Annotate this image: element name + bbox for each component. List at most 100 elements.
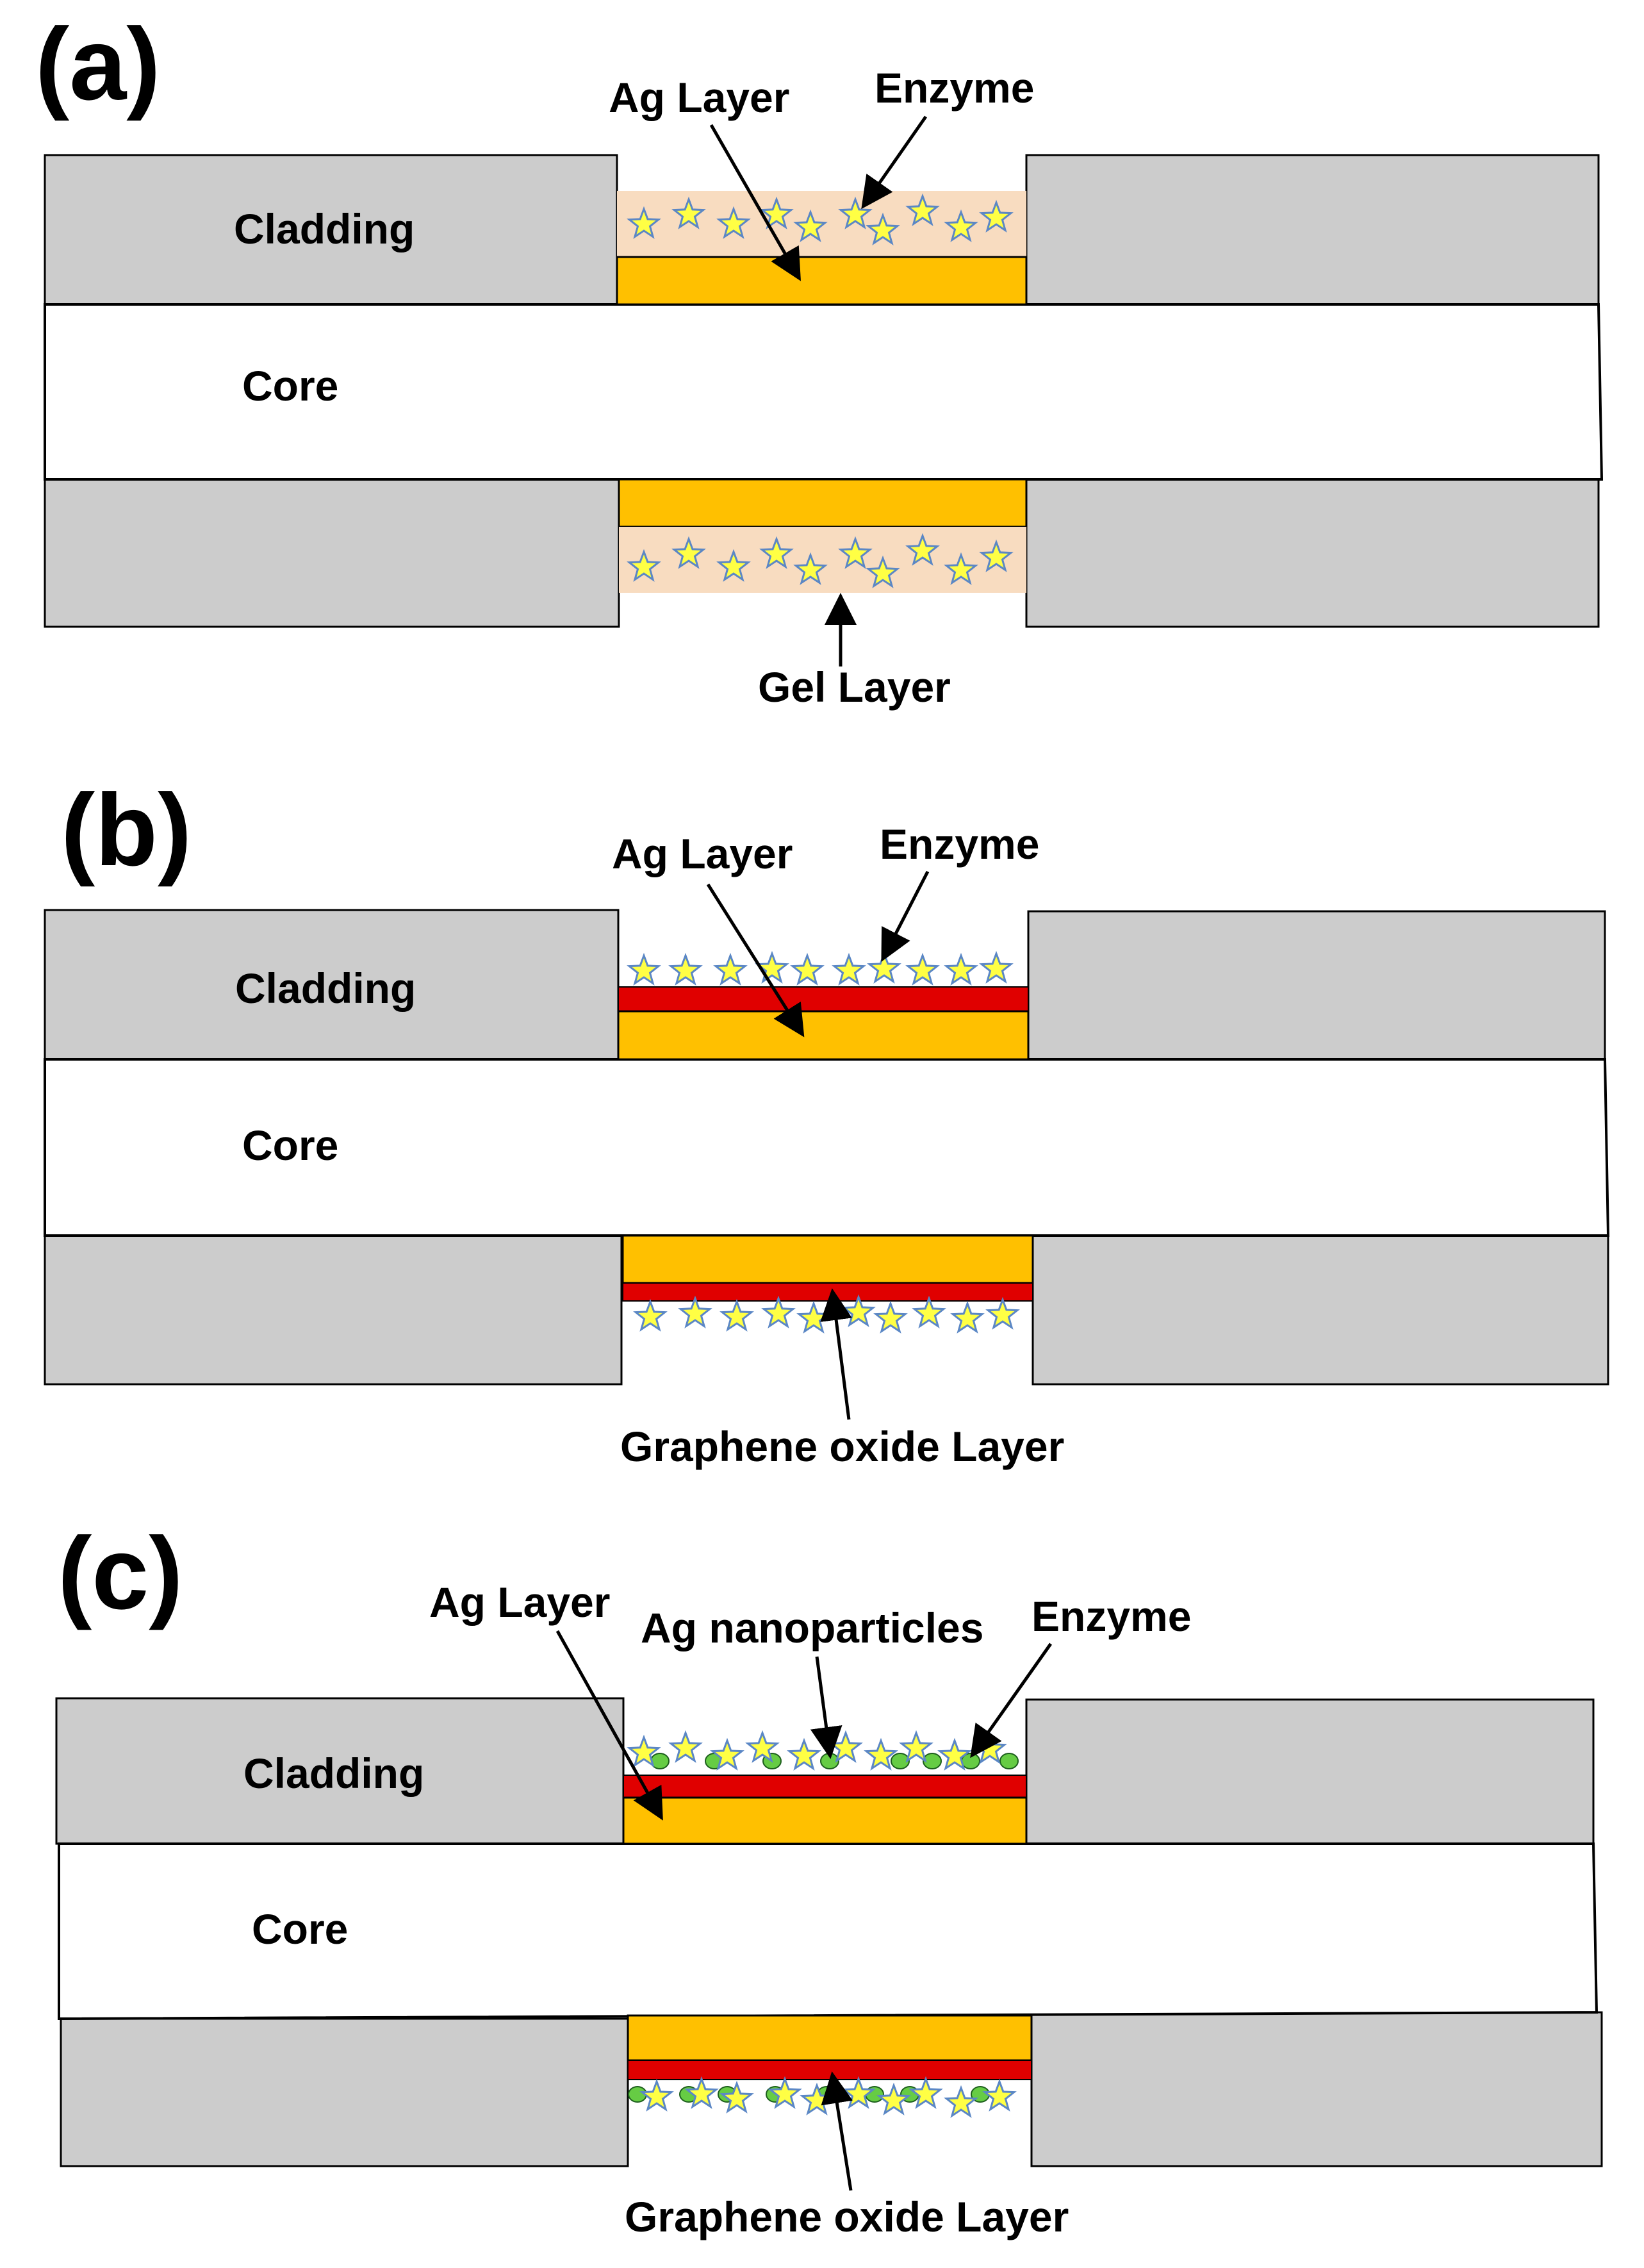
panel-c-go-layer-bottom [627, 2060, 1032, 2080]
panel-b-enzyme-stars-top [627, 950, 1014, 986]
panel-b-cladding-top-left [44, 909, 620, 1061]
panel-b-cladding-bottom-right [1032, 1234, 1609, 1386]
panel-b-label: (b) [61, 772, 192, 887]
enzyme-star-icon [982, 2078, 1017, 2112]
enzyme-star-icon [671, 536, 706, 569]
panel-c-ag-layer-arrow [555, 1630, 663, 1821]
panel-b: (b) Cladding Core Ag Layer Enzyme Graphe… [44, 772, 1610, 1470]
panel-a-ag-layer-bottom [618, 478, 1028, 528]
panel-a-gel-layer-callout: Gel Layer [758, 663, 951, 711]
panel-b-ag-layer-top [617, 1010, 1030, 1061]
panel-a-label: (a) [35, 6, 161, 121]
enzyme-star-icon [639, 2078, 674, 2112]
enzyme-star-icon [876, 2082, 911, 2115]
panel-c-enzyme-callout: Enzyme [1032, 1593, 1191, 1640]
panel-b-ag-layer-arrow [706, 883, 805, 1038]
panel-c-cladding-bottom-right [1030, 2011, 1603, 2167]
panel-c-enzyme-stars-bottom [639, 2076, 1017, 2118]
panel-b-ag-layer-bottom [621, 1234, 1034, 1284]
enzyme-star-icon [719, 1298, 754, 1332]
panel-a-enzyme-stars-bottom [627, 533, 1014, 588]
panel-a: (a) Cladding Core Ag Layer Enzyme Gel La… [35, 6, 1604, 711]
panel-c-enzyme-arrow [970, 1643, 1053, 1759]
panel-b-core-label: Core [242, 1122, 338, 1169]
panel-a-enzyme-arrow [861, 115, 928, 210]
enzyme-star-icon [755, 950, 789, 984]
panel-b-cladding-bottom-left [44, 1234, 623, 1386]
enzyme-star-icon [944, 552, 978, 585]
panel-a-gel-layer-bottom [619, 527, 1026, 593]
enzyme-star-icon [985, 1296, 1020, 1330]
panel-a-cladding-bottom-left [44, 478, 620, 628]
enzyme-star-icon [899, 1730, 933, 1763]
panel-a-cladding-label: Cladding [234, 205, 415, 252]
panel-c-go-layer-callout: Graphene oxide Layer [625, 2193, 1069, 2240]
enzyme-star-icon [627, 206, 661, 239]
enzyme-star-icon [944, 952, 978, 986]
enzyme-star-icon [671, 196, 706, 229]
enzyme-star-icon [979, 199, 1014, 233]
enzyme-star-icon [838, 196, 873, 229]
enzyme-star-icon [716, 549, 751, 582]
panel-c-cladding-bottom-left [60, 2017, 629, 2167]
enzyme-star-icon [796, 1300, 831, 1334]
enzyme-star-icon [832, 952, 866, 986]
panel-b-enzyme-arrow [881, 870, 930, 962]
panel-b-cladding-label: Cladding [235, 964, 416, 1012]
panel-b-enzyme-stars-bottom [633, 1294, 1020, 1334]
enzyme-star-icon [759, 536, 794, 569]
enzyme-star-icon [867, 950, 901, 984]
enzyme-star-icon [944, 209, 978, 242]
ag-nanoparticle [999, 1753, 1019, 1769]
enzyme-star-icon [979, 950, 1014, 984]
panel-c-ag-layer-callout: Ag Layer [429, 1578, 610, 1626]
enzyme-star-icon [908, 2076, 943, 2109]
panel-c-go-layer-arrow [821, 2071, 853, 2191]
enzyme-star-icon [627, 952, 661, 986]
enzyme-star-icon [787, 1737, 821, 1771]
enzyme-star-icon [866, 555, 900, 588]
enzyme-star-icon [627, 1734, 661, 1767]
enzyme-star-icon [864, 1737, 898, 1771]
enzyme-star-icon [627, 549, 661, 582]
panel-b-cladding-top-right [1027, 910, 1606, 1061]
panel-c-go-layer-top [623, 1775, 1027, 1798]
enzyme-star-icon [790, 952, 825, 986]
panel-c-ag-layer-top [622, 1796, 1028, 1845]
panel-c-cladding-top-right [1025, 1698, 1595, 1845]
panel-a-ag-layer-arrow [709, 124, 801, 281]
enzyme-star-icon [944, 2085, 978, 2118]
panel-b-enzyme-callout: Enzyme [880, 820, 1039, 868]
panel-c-core [58, 1842, 1599, 2021]
enzyme-star-icon [905, 193, 940, 226]
enzyme-star-icon [678, 1295, 712, 1329]
panel-c-nanoparticles-arrow [810, 1656, 843, 1759]
enzyme-star-icon [761, 1295, 796, 1329]
panel-b-go-layer-callout: Graphene oxide Layer [620, 1423, 1064, 1470]
enzyme-star-icon [866, 212, 900, 245]
enzyme-star-icon [873, 1300, 908, 1334]
ag-nanoparticle [923, 1753, 942, 1769]
enzyme-star-icon [668, 1730, 703, 1763]
enzyme-star-icon [950, 1300, 985, 1334]
enzyme-star-icon [768, 2076, 802, 2109]
panel-a-cladding-top-right [1025, 154, 1600, 306]
enzyme-star-icon [841, 2076, 876, 2109]
enzyme-star-icon [912, 1295, 946, 1329]
enzyme-star-icon [745, 1730, 780, 1763]
panel-a-core [44, 303, 1604, 481]
panel-c-ag-layer-bottom [627, 2014, 1033, 2062]
panel-c-core-label: Core [252, 1905, 348, 1953]
enzyme-star-icon [793, 209, 828, 242]
panel-a-enzyme-stars-top [627, 193, 1014, 245]
enzyme-star-icon [719, 2080, 754, 2114]
panel-c-enzyme-stars-top [627, 1730, 1007, 1771]
panel-a-ag-layer-top [616, 256, 1028, 306]
enzyme-star-icon [979, 539, 1014, 572]
ag-nanoparticle [891, 1753, 910, 1769]
enzyme-star-icon [716, 206, 751, 239]
panel-a-enzyme-callout: Enzyme [875, 64, 1034, 112]
enzyme-star-icon [710, 1737, 744, 1771]
enzyme-star-icon [905, 952, 940, 986]
